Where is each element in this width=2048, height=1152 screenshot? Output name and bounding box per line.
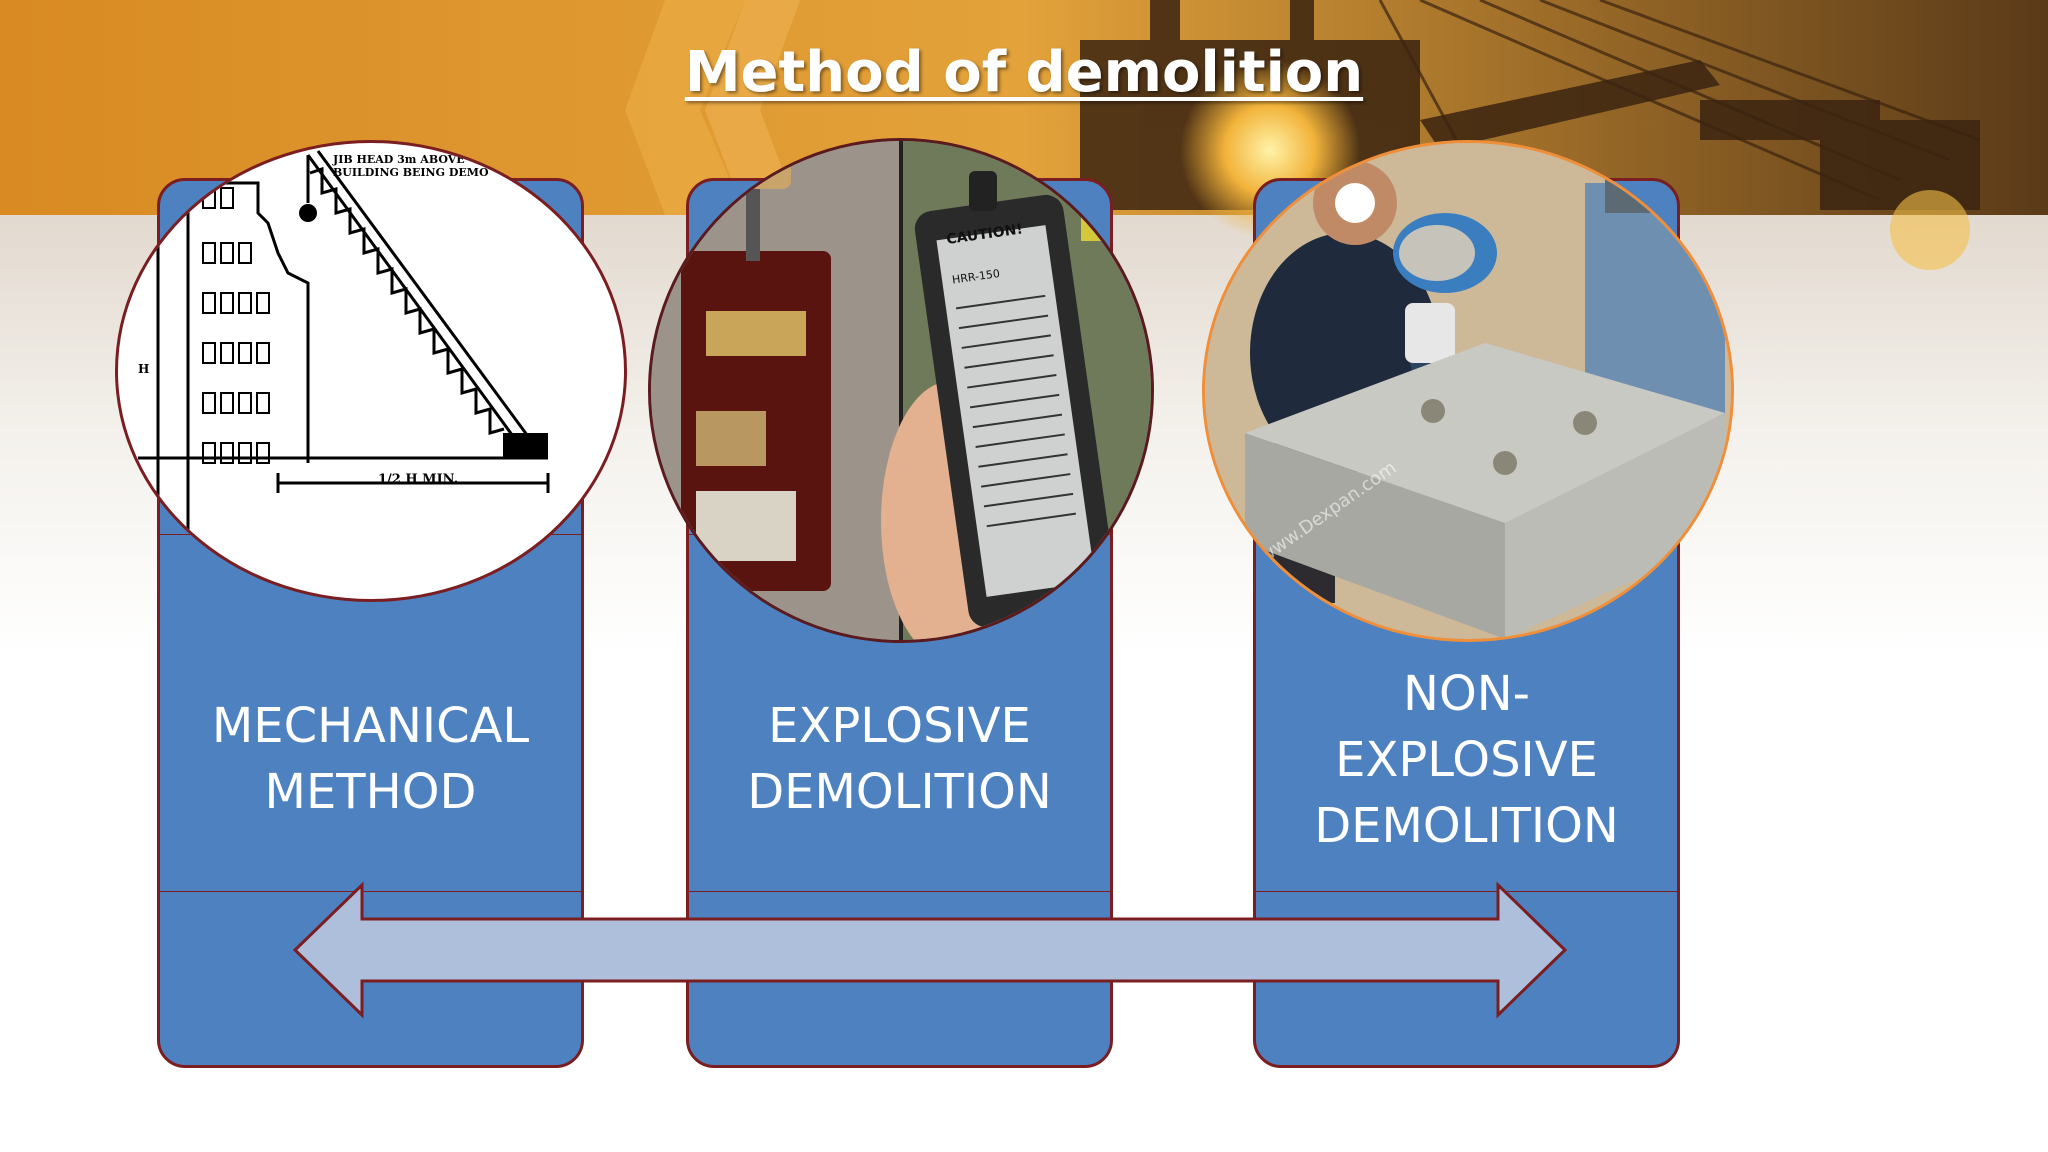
label-line: METHOD [264, 764, 477, 820]
diagram-label-building: BUILDING BEING DEMO [333, 166, 489, 179]
label-line: DEMOLITION [747, 764, 1052, 820]
double-arrow-shape [292, 881, 1568, 1019]
diagram-label-jib-head: JIB HEAD 3m ABOVE [332, 153, 465, 166]
detonator-photo: CAUTION! HRR-150 [651, 141, 1151, 640]
crane-diagram-image: JIB HEAD 3m ABOVE BUILDING BEING DEMO 1/… [115, 140, 627, 602]
card-divider [160, 891, 581, 892]
slide-title: Method of demolition [684, 40, 1364, 105]
crane-diagram: JIB HEAD 3m ABOVE BUILDING BEING DEMO 1/… [138, 143, 550, 599]
detonator-photo-image: CAUTION! HRR-150 [648, 138, 1154, 643]
card-divider [689, 891, 1110, 892]
card-divider [1256, 891, 1677, 892]
label-line: DEMOLITION [1314, 798, 1619, 854]
label-line: EXPLOSIVE [768, 698, 1031, 754]
diagram-label-h: H [138, 362, 149, 376]
method-label-explosive: EXPLOSIVE DEMOLITION [689, 693, 1110, 825]
label-line: MECHANICAL [211, 698, 530, 754]
double-arrow [292, 881, 1568, 1019]
method-label-mechanical: MECHANICAL METHOD [160, 693, 581, 825]
expansive-grout-photo: www.Dexpan.com [1205, 143, 1731, 639]
label-line: EXPLOSIVE [1335, 732, 1598, 788]
expansive-grout-photo-image: www.Dexpan.com [1202, 140, 1734, 642]
label-line: NON- [1403, 666, 1530, 722]
diagram-label-half-h: 1/2 H MIN. [378, 472, 458, 487]
method-label-non-explosive: NON- EXPLOSIVE DEMOLITION [1256, 661, 1677, 859]
